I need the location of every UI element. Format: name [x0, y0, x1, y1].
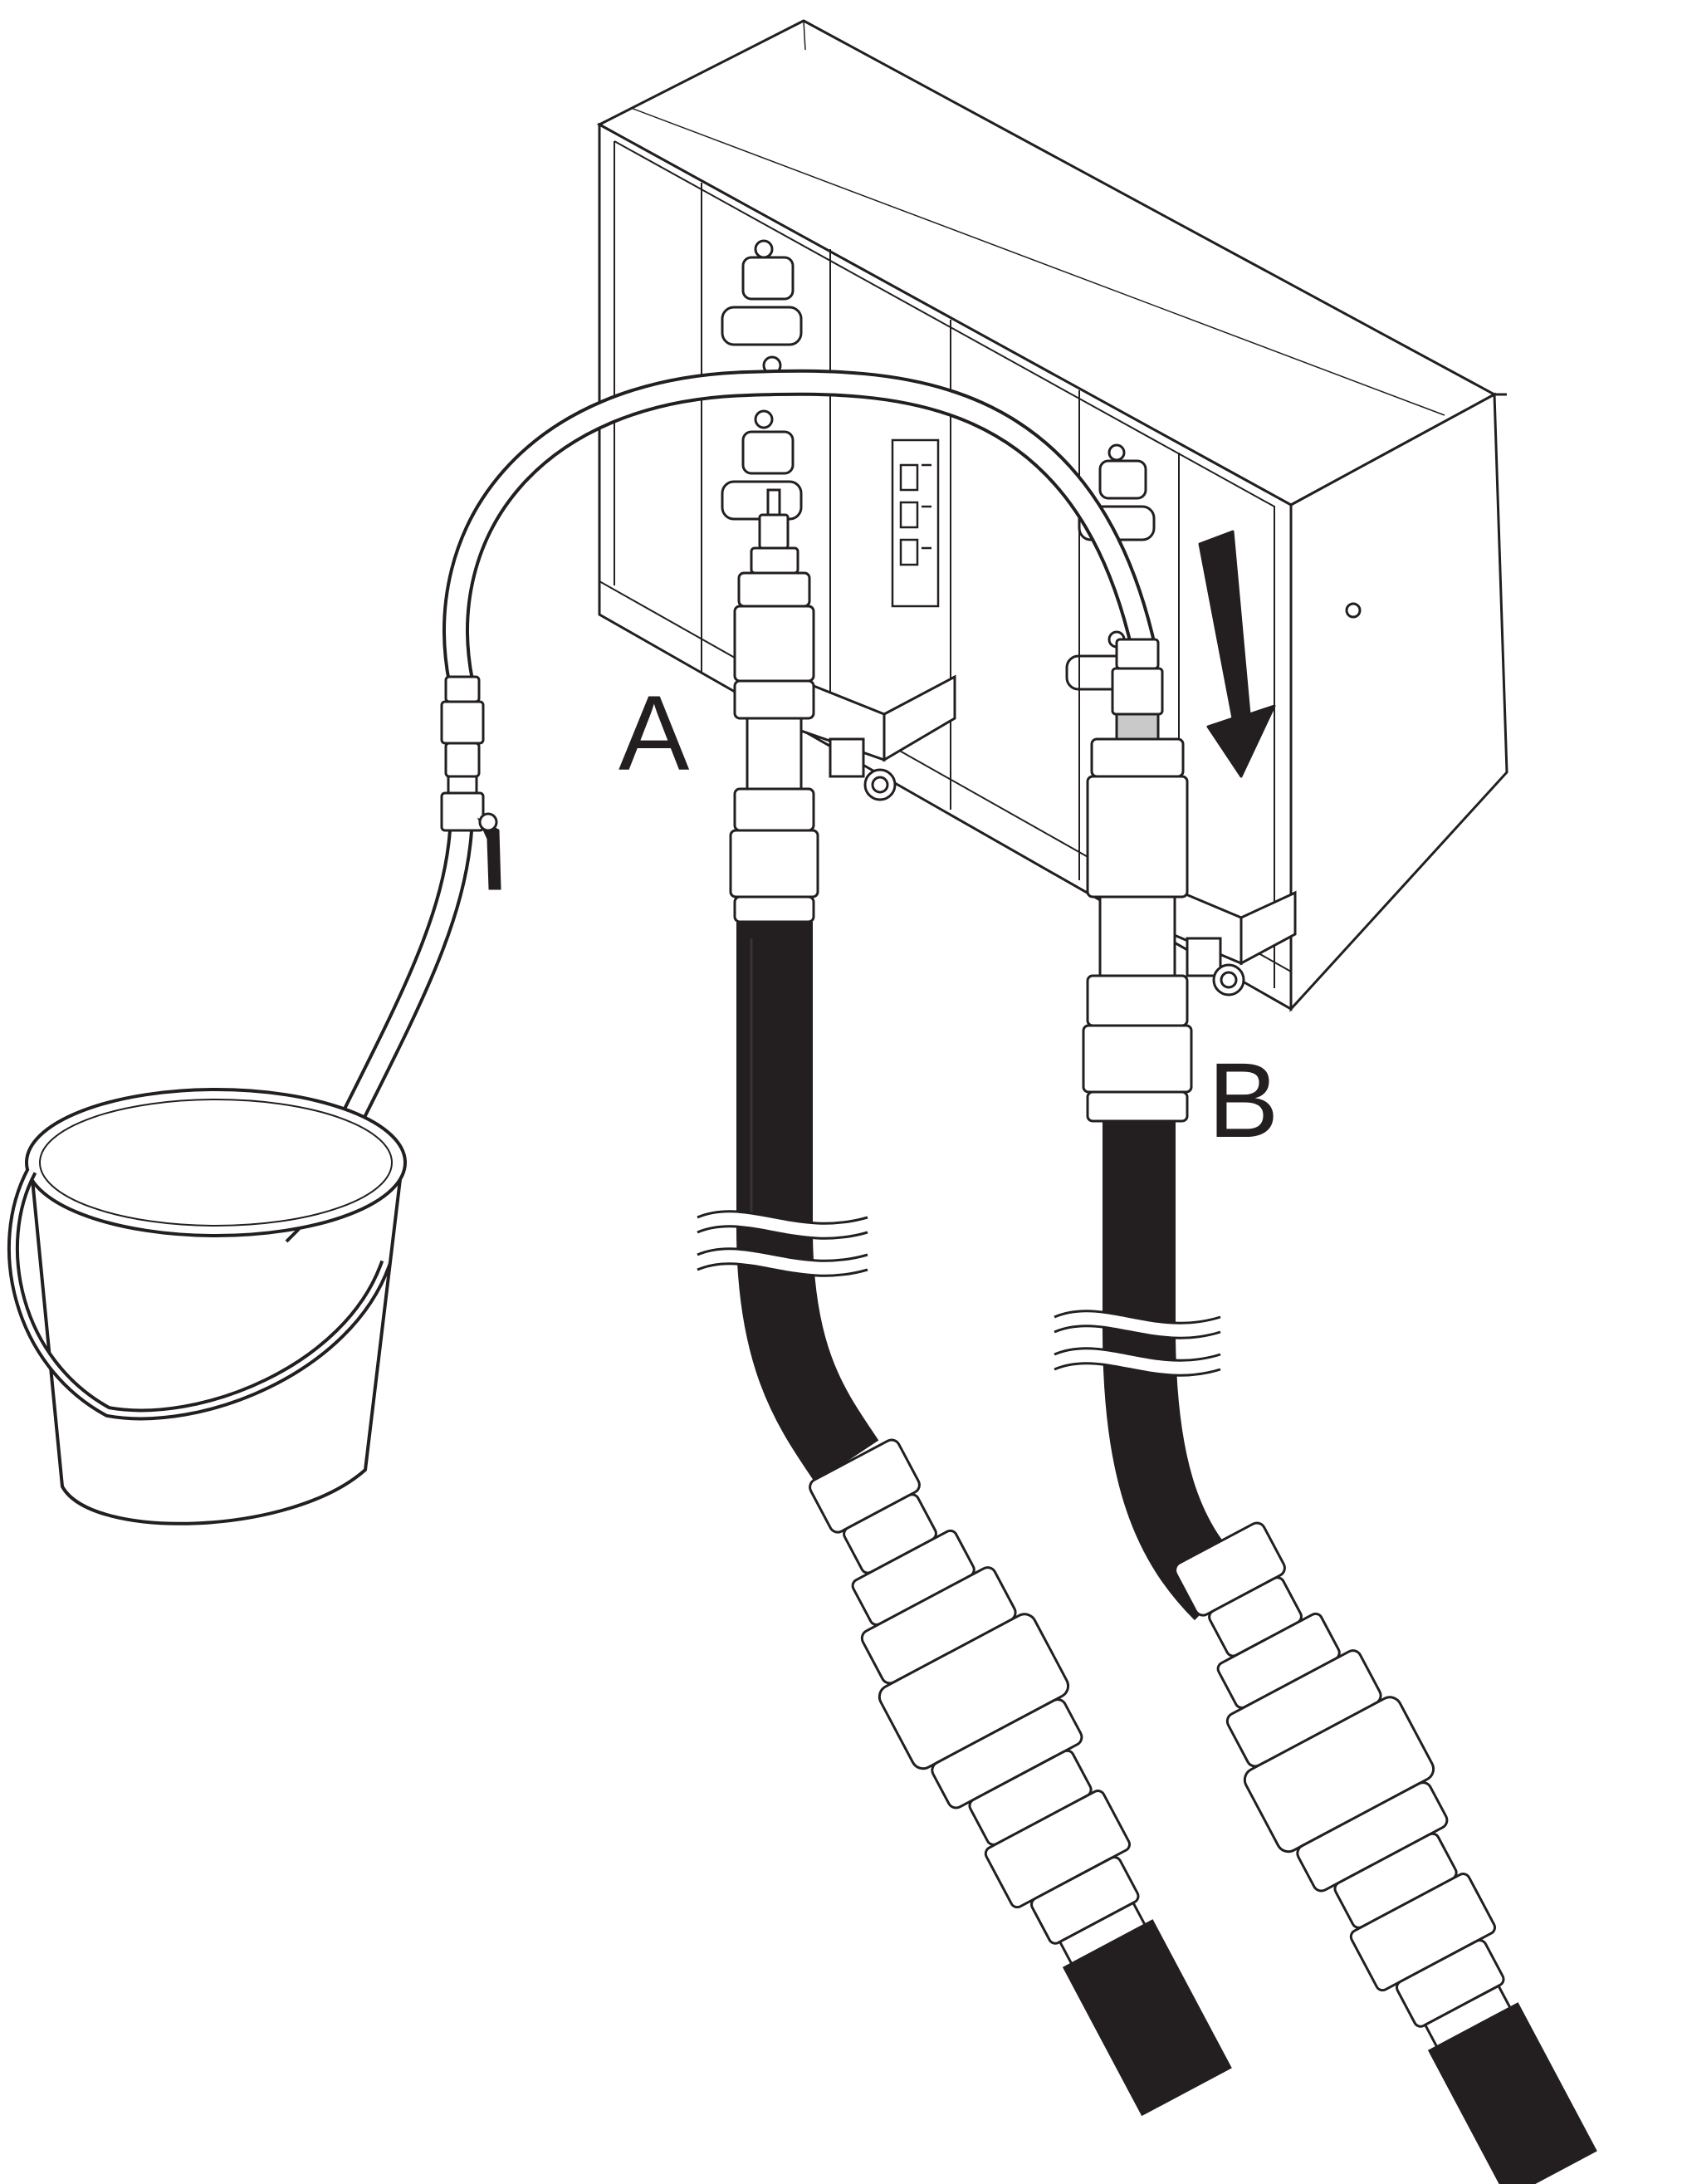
drain-valve [440, 675, 501, 890]
supply-hose-a [694, 922, 879, 1483]
manifold-bracket-b [1161, 882, 1297, 997]
quick-connect-a [809, 1438, 1232, 2117]
supply-hose-b [1051, 1121, 1247, 1621]
coupling-b [1082, 638, 1193, 1123]
callout-label-a: A [619, 674, 690, 793]
callout-label-b: B [1208, 1041, 1279, 1160]
status-panel [891, 438, 940, 608]
down-arrow-icon [1198, 530, 1276, 778]
bucket [7, 1088, 407, 1525]
coupling-a [729, 488, 819, 923]
quick-connect-b [1174, 1521, 1597, 2184]
manifold-bracket-a [799, 674, 956, 801]
